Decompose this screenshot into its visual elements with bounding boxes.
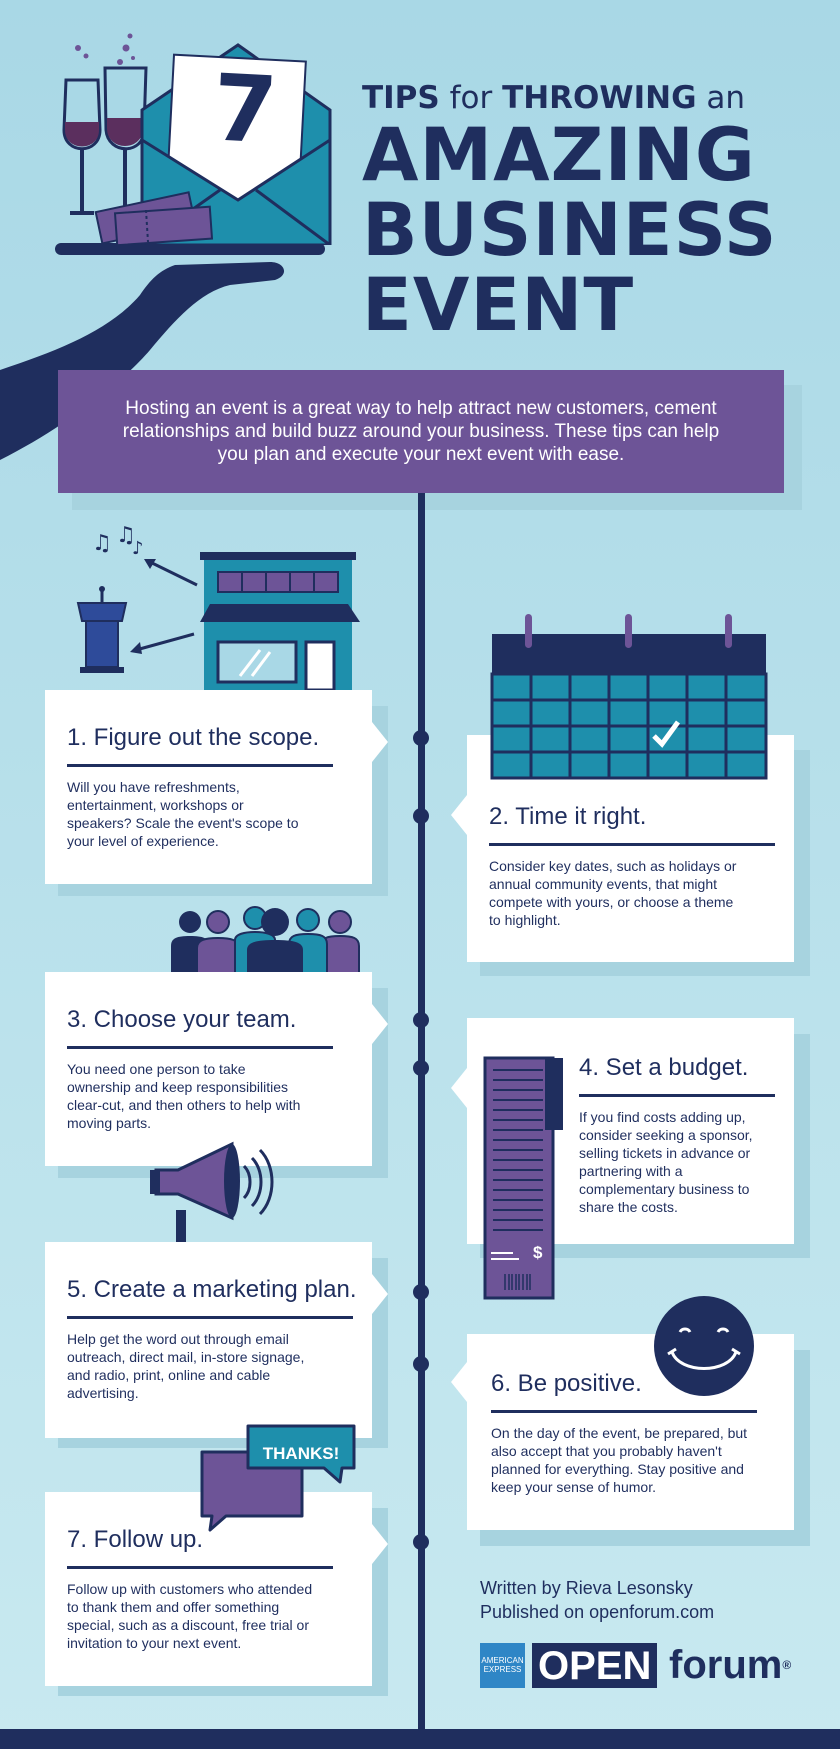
tip-title: 7. Follow up. [67, 1526, 204, 1553]
arrow-icon [144, 559, 198, 587]
timeline-dot [413, 1356, 429, 1372]
calendar-icon [490, 614, 768, 780]
music-notes-icon: ♫ ♫ ♪ [92, 523, 144, 559]
timeline-dot [413, 1534, 429, 1550]
thanks-text: THANKS! [262, 1444, 340, 1463]
svg-text:♫: ♫ [116, 523, 136, 548]
tickets-icon [94, 191, 214, 247]
divider [489, 843, 775, 846]
megaphone-icon [150, 1141, 274, 1242]
dollar-sign: $ [533, 1243, 543, 1262]
divider [67, 1566, 333, 1569]
svg-text:♫: ♫ [92, 531, 112, 556]
tip-title: 5. Create a marketing plan. [67, 1276, 357, 1303]
tip-body: Help get the word out through email outr… [67, 1331, 305, 1401]
tip-body: Consider key dates, such as holidays or … [489, 858, 737, 928]
divider [67, 1316, 353, 1319]
timeline-dot [413, 1284, 429, 1300]
divider [579, 1094, 775, 1097]
timeline [418, 493, 425, 1733]
tip-title: 1. Figure out the scope. [67, 724, 320, 751]
intro-banner: Hosting an event is a great way to help … [58, 370, 784, 493]
publisher[interactable]: Published on openforum.com [480, 1602, 715, 1622]
svg-text:♪: ♪ [132, 538, 144, 559]
tip-card-7: 7. Follow up. Follow up with customers w… [45, 1492, 388, 1686]
timeline-dot [413, 730, 429, 746]
receipt-icon [483, 1056, 563, 1300]
divider [67, 1046, 333, 1049]
speech-bubbles-icon [200, 1424, 356, 1532]
tip-title: 6. Be positive. [491, 1370, 642, 1397]
podium-icon [76, 586, 128, 673]
tip-title: 2. Time it right. [489, 803, 647, 830]
intro-text: Hosting an event is a great way to help … [122, 398, 720, 465]
pointer [451, 795, 467, 835]
divider [67, 764, 333, 767]
credits: Written by Rieva Lesonsky Published on o… [480, 1576, 714, 1624]
logo-forum-text: forum® [669, 1643, 792, 1687]
logo-open-text: OPEN [532, 1643, 658, 1688]
amex-logo: AMERICAN EXPRESS [480, 1643, 525, 1688]
tip-body: If you find costs adding up, consider se… [579, 1109, 753, 1215]
tip-body: Follow up with customers who attended to… [67, 1581, 313, 1651]
pointer [451, 1362, 467, 1402]
pointer [372, 1524, 388, 1564]
author: Written by Rieva Lesonsky [480, 1578, 693, 1598]
smiley-icon [654, 1296, 754, 1396]
pointer [372, 722, 388, 762]
bottom-bar [0, 1729, 840, 1749]
timeline-dot [413, 1060, 429, 1076]
pointer [451, 1068, 467, 1108]
tip-card-1: 1. Figure out the scope. Will you have r… [45, 690, 388, 884]
pointer [372, 1004, 388, 1044]
tip-body: You need one person to take ownership an… [67, 1061, 301, 1131]
people-icon [171, 906, 360, 974]
tip-body: On the day of the event, be prepared, bu… [491, 1425, 748, 1495]
timeline-dot [413, 808, 429, 824]
storefront-icon [200, 552, 360, 690]
tip-title: 4. Set a budget. [579, 1054, 749, 1081]
envelope-number: 7 [210, 54, 280, 165]
tip-body: Will you have refreshments, entertainmen… [67, 779, 299, 849]
tip-card-3: 3. Choose your team. You need one person… [45, 972, 388, 1166]
pointer [372, 1274, 388, 1314]
page-title: TIPS for THROWING an AMAZING BUSINESS EV… [362, 80, 778, 348]
tip-card-5: 5. Create a marketing plan. Help get the… [45, 1242, 388, 1438]
arrow-icon [130, 632, 195, 654]
divider [491, 1410, 757, 1413]
tip-title: 3. Choose your team. [67, 1006, 297, 1033]
timeline-dot [413, 1012, 429, 1028]
